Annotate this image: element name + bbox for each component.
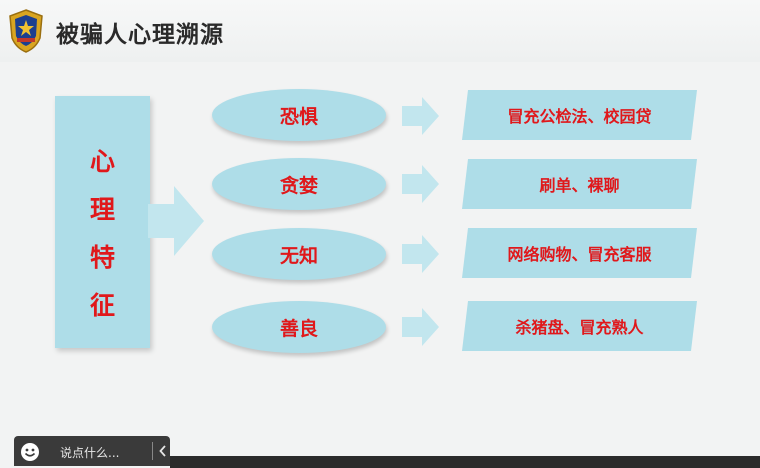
trait-char: 理 — [89, 195, 115, 224]
trait-label: 无知 — [279, 244, 318, 267]
psychology-traits-box: 心 理 特 征 — [55, 96, 150, 348]
trait-char: 心 — [89, 147, 115, 176]
header-band — [0, 0, 760, 62]
police-emblem-icon — [9, 9, 43, 53]
trait-label: 善良 — [279, 317, 318, 340]
bottom-strip — [170, 456, 760, 468]
scam-type-box: 杀猪盘、冒充熟人 — [462, 301, 697, 351]
big-right-arrow-icon — [148, 186, 204, 256]
trait-oval-fear: 恐惧 — [212, 89, 386, 141]
scam-type-box: 网络购物、冒充客服 — [462, 228, 697, 278]
scam-type-label: 网络购物、冒充客服 — [507, 245, 652, 264]
chat-input-bar[interactable]: 说点什么... — [14, 436, 170, 466]
smiley-icon[interactable] — [20, 442, 40, 462]
trait-label: 贪婪 — [279, 174, 318, 197]
scam-type-label: 刷单、裸聊 — [539, 176, 620, 195]
trait-char: 特 — [89, 243, 115, 272]
trait-char: 征 — [89, 291, 115, 320]
right-arrow-icon — [402, 235, 439, 273]
scam-type-box: 刷单、裸聊 — [462, 159, 697, 209]
trait-oval-ignorance: 无知 — [212, 228, 386, 280]
trait-label: 恐惧 — [279, 105, 318, 128]
chevron-left-icon[interactable] — [159, 445, 167, 457]
page-title: 被骗人心理溯源 — [56, 22, 224, 48]
right-arrow-icon — [402, 97, 439, 135]
trait-oval-kindness: 善良 — [212, 301, 386, 353]
trait-oval-greed: 贪婪 — [212, 158, 386, 210]
chat-input-placeholder[interactable]: 说点什么... — [60, 446, 120, 460]
chat-divider — [152, 442, 153, 460]
scam-type-label: 冒充公检法、校园贷 — [507, 107, 652, 126]
scam-type-label: 杀猪盘、冒充熟人 — [515, 318, 644, 337]
right-arrow-icon — [402, 308, 439, 346]
right-arrow-icon — [402, 165, 439, 203]
scam-type-box: 冒充公检法、校园贷 — [462, 90, 697, 140]
